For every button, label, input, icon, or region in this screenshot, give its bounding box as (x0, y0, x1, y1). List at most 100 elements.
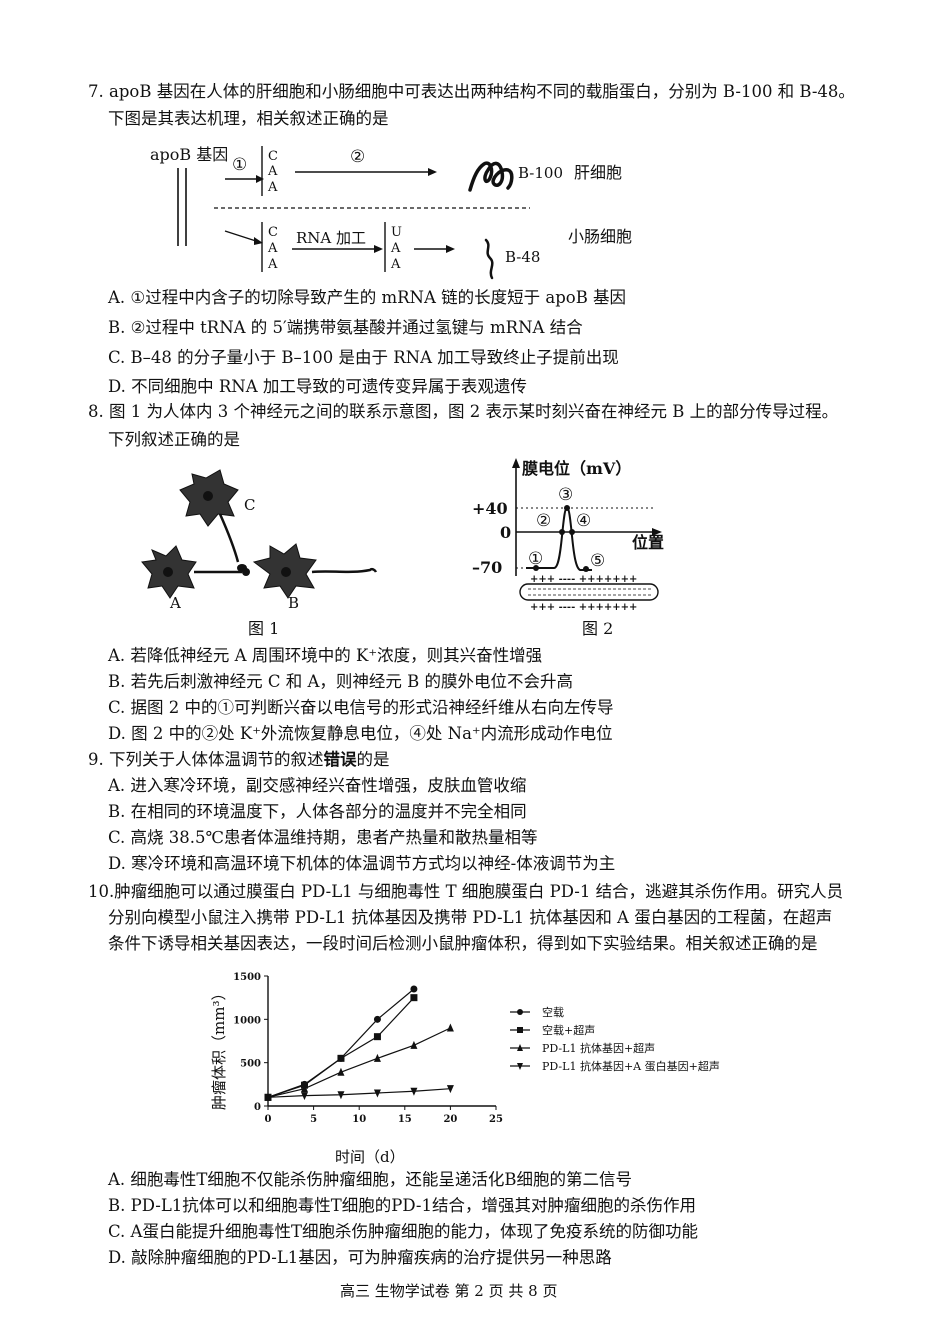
codon-bottom-3: A (267, 257, 278, 272)
q8-stem-line2: 下列叙述正确的是 (108, 430, 240, 449)
chart-x-tick-label: 15 (398, 1114, 412, 1125)
b100-label: B-100 (518, 164, 563, 182)
chart-x-tick-label: 10 (352, 1114, 366, 1125)
step1-label: ① (232, 155, 247, 175)
q8-option-b: B. 若先后刺激神经元 C 和 A，则神经元 B 的膜外电位不会升高 (108, 672, 574, 691)
fig2-tick-minus70: –70 (472, 558, 502, 577)
chart-x-tick-label: 5 (310, 1114, 317, 1125)
fig2-point-5: ⑤ (590, 551, 605, 571)
codon-edited-2: A (390, 241, 401, 256)
q10-stem-line1: 10.肿瘤细胞可以通过膜蛋白 PD-L1 与细胞毒性 T 细胞膜蛋白 PD-1 … (88, 882, 844, 901)
q8-option-c: C. 据图 2 中的①可判断兴奋以电信号的形式沿神经纤维从右向左传导 (108, 698, 614, 717)
liver-cell-label: 肝细胞 (574, 163, 622, 182)
fig2-charges-bottom: +++ ---- +++++++ (530, 602, 637, 613)
chart-point (373, 1053, 381, 1062)
q9-option-d: D. 寒冷环境和高温环境下机体的体温调节方式均以神经-体液调节为主 (108, 854, 616, 873)
chart-point (410, 985, 418, 993)
chart-ylabel: 肿瘤体积（mm³） (210, 986, 228, 1110)
chart-point (337, 1091, 345, 1100)
nerve-fibre (519, 583, 659, 601)
chart-y-tick-label: 1000 (233, 1015, 261, 1026)
chart-series-line-3 (267, 1027, 451, 1098)
q9-option-c: C. 高烧 38.5℃患者体温维持期，患者产热量和散热量相等 (108, 828, 538, 847)
codon-top-2: A (267, 164, 278, 179)
chart-y-tick-label: 0 (254, 1102, 261, 1113)
chart-series-line-2 (267, 997, 415, 1098)
q10-option-a: A. 细胞毒性T细胞不仅能杀伤肿瘤细胞，还能呈递活化B细胞的第二信号 (108, 1170, 633, 1189)
intestine-cell-label: 小肠细胞 (568, 227, 632, 246)
q10-option-d: D. 敲除肿瘤细胞的PD-L1基因，可为肿瘤疾病的治疗提供另一种思路 (108, 1248, 612, 1267)
chart-point (517, 1009, 523, 1015)
fig2-xlabel: 位置 (632, 533, 664, 552)
neuron-b-label: B (288, 594, 299, 612)
chart-y-tick-label: 1500 (233, 972, 261, 983)
chart-series-line-1 (267, 988, 415, 1098)
q7-option-d: D. 不同细胞中 RNA 加工导致的可遗传变异属于表观遗传 (108, 377, 527, 396)
q7-stem-line1: 7. apoB 基因在人体的肝细胞和小肠细胞中可表达出两种结构不同的载脂蛋白，分… (88, 82, 855, 101)
fig2-membrane-potential: 膜电位（mV） 位置 +40 0 –70 ① ② ③ ④ ⑤ +++ ---- … (472, 458, 664, 638)
q7-option-b: B. ②过程中 tRNA 的 5′端携带氨基酸并通过氢键与 mRNA 结合 (108, 318, 583, 337)
chart-x-tick-label: 20 (443, 1114, 457, 1125)
chart-series-line-4 (267, 1088, 451, 1098)
chart-xlabel: 时间（d） (335, 1148, 405, 1166)
codon-edited-3: A (390, 257, 401, 272)
rna-processing-label: RNA 加工 (296, 229, 366, 247)
chart-x-tick-label: 25 (489, 1114, 503, 1125)
q9-option-b: B. 在相同的环境温度下，人体各部分的温度并不完全相同 (108, 802, 527, 821)
fig2-charges-top: +++ ---- +++++++ (530, 574, 637, 585)
chart-x-tick-label: 0 (265, 1114, 272, 1125)
chart-point (517, 1027, 523, 1033)
chart-point (517, 1044, 523, 1051)
chart-point (410, 1040, 418, 1049)
q9-option-a: A. 进入寒冷环境，副交感神经兴奋性增强，皮肤血管收缩 (108, 776, 527, 795)
fig2-caption: 图 2 (582, 619, 613, 638)
fig2-ylabel: 膜电位（mV） (522, 459, 631, 478)
fig2-tick-plus40: +40 (472, 499, 508, 518)
q10-stem-line3: 条件下诱导相关基因表达，一段时间后检测小鼠肿瘤体积，得到如下实验结果。相关叙述正… (108, 934, 818, 953)
apob-gene-label: apoB 基因 (150, 145, 228, 164)
chart-point (373, 1015, 381, 1023)
chart-point (337, 1054, 345, 1062)
q8-option-d: D. 图 2 中的②处 K⁺外流恢复静息电位，④处 Na⁺内流形成动作电位 (108, 724, 613, 743)
chart-point (264, 1093, 272, 1102)
q7-option-a: A. ①过程中内含子的切除导致产生的 mRNA 链的长度短于 apoB 基因 (108, 288, 627, 307)
chart-legend-label: PD-L1 抗体基因+超声 (542, 1041, 655, 1055)
fig2-point-1: ① (528, 549, 543, 569)
chart-y-tick-label: 500 (240, 1059, 261, 1070)
fig2-point-2: ② (536, 511, 551, 531)
fig1-neurons: C A B 图 1 (141, 469, 378, 638)
codon-top-1: C (268, 149, 278, 164)
chart-point (373, 1033, 381, 1041)
chart-point (446, 1023, 454, 1032)
page-footer: 高三 生物学试卷 第 2 页 共 8 页 (340, 1282, 558, 1300)
q10-option-c: C. A蛋白能提升细胞毒性T细胞杀伤肿瘤细胞的能力，体现了免疫系统的防御功能 (108, 1222, 698, 1241)
chart-legend-label: PD-L1 抗体基因+A 蛋白基因+超声 (542, 1059, 720, 1073)
chart-point (300, 1092, 308, 1101)
q10-option-b: B. PD-L1抗体可以和细胞毒性T细胞的PD-1结合，增强其对肿瘤细胞的杀伤作… (108, 1196, 696, 1215)
codon-edited-1: U (391, 225, 402, 240)
neuron-a-label: A (169, 594, 181, 612)
b48-label: B-48 (505, 248, 540, 266)
q9-stem: 9. 下列关于人体体温调节的叙述错误的是 (88, 750, 390, 769)
fig1-caption: 图 1 (248, 619, 279, 638)
codon-bottom-1: C (268, 225, 278, 240)
q9-stem-post: 的是 (356, 750, 390, 769)
chart-point (300, 1084, 308, 1093)
q7-option-c: C. B–48 的分子量小于 B–100 是由于 RNA 加工导致终止子提前出现 (108, 348, 619, 367)
q7-stem-line2: 下图是其表达机理，相关叙述正确的是 (108, 109, 389, 128)
chart-point (446, 1085, 454, 1094)
neuron-c-label: C (244, 496, 255, 514)
q8-option-a: A. 若降低神经元 A 周围环境中的 K⁺浓度，则其兴奋性增强 (108, 646, 543, 665)
protein-b100-squiggle (468, 161, 514, 192)
chart-point (410, 1087, 418, 1096)
chart-point (373, 1089, 381, 1098)
q10-stem-line2: 分别向模型小鼠注入携带 PD-L1 抗体基因及携带 PD-L1 抗体基因和 A … (108, 908, 833, 927)
q9-stem-pre: 9. 下列关于人体体温调节的叙述 (88, 750, 324, 769)
fig2-point-3: ③ (558, 485, 573, 505)
chart-point (337, 1067, 345, 1076)
q7-diagram: apoB 基因 ① C A A ② B-100 肝细胞 C A A RNA 加工… (150, 145, 632, 280)
q8-stem-line1: 8. 图 1 为人体内 3 个神经元之间的联系示意图，图 2 表示某时刻兴奋在神… (88, 402, 839, 421)
fig2-tick-0: 0 (500, 523, 511, 542)
q9-stem-bold: 错误 (323, 750, 357, 769)
